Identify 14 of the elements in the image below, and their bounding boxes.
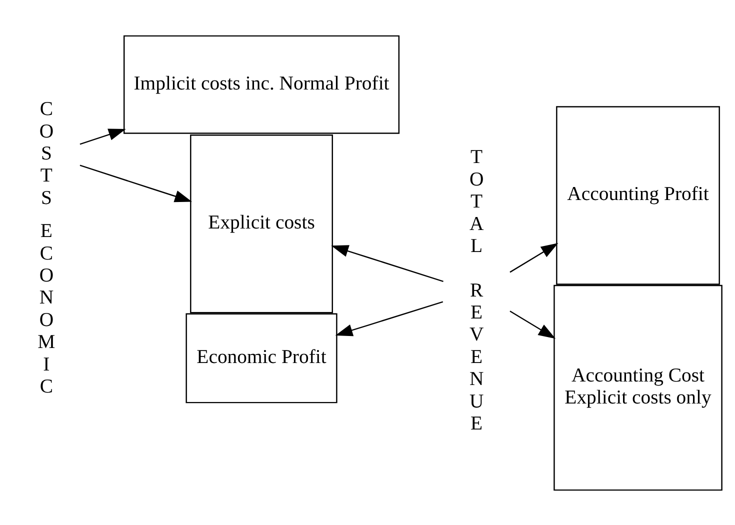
node-box: Implicit costs inc. Normal Profit bbox=[123, 34, 400, 134]
arrow bbox=[80, 128, 126, 144]
arrow bbox=[80, 164, 192, 202]
node-box: Accounting Profit bbox=[556, 106, 720, 284]
label: ECONOMIC bbox=[38, 220, 56, 397]
node-text: COSTS bbox=[39, 98, 54, 208]
node-box: Explicit costs bbox=[190, 134, 333, 313]
arrow bbox=[510, 310, 556, 338]
arrow bbox=[335, 300, 444, 336]
arrow bbox=[331, 244, 444, 282]
node-text: TOTAL REVENUE bbox=[469, 146, 484, 434]
node-box: Economic Profit bbox=[186, 312, 338, 403]
node-box: Accounting Cost Explicit costs only bbox=[554, 284, 722, 490]
arrow bbox=[510, 242, 558, 272]
